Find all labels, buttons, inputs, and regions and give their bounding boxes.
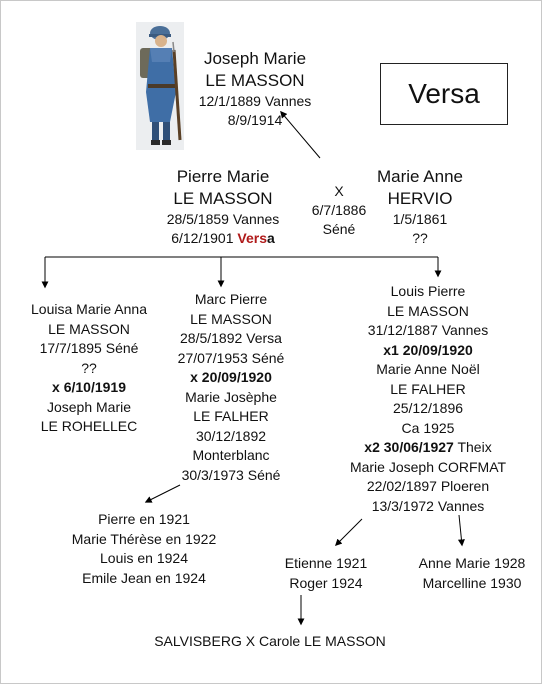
marriage-info: X 6/7/1886 Séné	[302, 182, 376, 239]
pierre-death: 6/12/1901 Versa	[150, 229, 296, 248]
louis-surname: LE MASSON	[387, 302, 469, 319]
louisa-spouse-given: Joseph Marie	[46, 398, 132, 415]
child-pierre: Pierre en 1921	[98, 511, 190, 527]
joseph-death: 8/9/1914	[227, 112, 283, 128]
child-marie-therese: Marie Thérèse en 1922	[71, 530, 217, 547]
descendant-names: SALVISBERG X Carole LE MASSON	[154, 633, 386, 649]
person-louisa: Louisa Marie Anna LE MASSON 17/7/1895 Sé…	[14, 300, 164, 437]
louisa-death: ??	[81, 359, 97, 376]
marc-spouse-birth: 30/12/1892	[195, 427, 267, 444]
louisa-spouse-surname: LE ROHELLEC	[40, 418, 138, 434]
louisa-given-name: Louisa Marie Anna	[31, 301, 147, 317]
louisa-marriage: x 6/10/1919	[52, 379, 126, 395]
descendant-line: SALVISBERG X Carole LE MASSON	[120, 632, 420, 652]
louis-death: 13/3/1972 Vannes	[371, 497, 485, 514]
child-anne-marie: Anne Marie 1928	[418, 555, 526, 571]
marc-spouse-surname: LE FALHER	[193, 408, 269, 424]
joseph-given-name: Joseph Marie	[203, 49, 307, 68]
arrow-to-louis-children-2	[457, 514, 465, 547]
children-of-marc: Pierre en 1921 Marie Thérèse en 1922 Lou…	[54, 510, 234, 588]
louis-spouse1-given: Marie Anne Noël	[376, 361, 480, 377]
children-of-louis-first: Etienne 1921 Roger 1924	[266, 554, 386, 593]
soldier-illustration	[136, 22, 184, 150]
arrow-to-joseph	[280, 110, 321, 159]
marie-anne-birth: 1/5/1861	[392, 211, 448, 227]
place-title-box: Versa	[380, 63, 508, 125]
child-emile-jean: Emile Jean en 1924	[82, 569, 206, 586]
children-of-louis-second: Anne Marie 1928 Marcelline 1930	[402, 554, 542, 593]
marc-birth: 28/5/1892 Versa	[180, 330, 282, 346]
pierre-death-date: 6/12/1901	[171, 230, 238, 246]
person-louis-pierre: Louis Pierre LE MASSON 31/12/1887 Vannes…	[330, 282, 526, 516]
louis-marriage-2-date: x2 30/06/1927	[364, 439, 454, 455]
person-marc-pierre: Marc Pierre LE MASSON 28/5/1892 Versa 27…	[160, 290, 302, 485]
louis-birth: 31/12/1887 Vannes	[367, 322, 489, 338]
marie-anne-death: ??	[412, 230, 428, 246]
marc-surname: LE MASSON	[190, 310, 272, 327]
child-marcelline: Marcelline 1930	[422, 574, 522, 591]
arrow-to-louis-children-1	[335, 518, 363, 546]
child-roger: Roger 1924	[289, 574, 363, 591]
marriage-place: Séné	[322, 221, 356, 237]
marc-marriage: x 20/09/1920	[190, 369, 272, 385]
person-joseph-marie: Joseph Marie LE MASSON 12/1/1889 Vannes …	[180, 48, 330, 130]
marie-anne-surname: HERVIO	[387, 189, 453, 208]
joseph-birth: 12/1/1889 Vannes	[198, 93, 312, 109]
louis-marriage-2: x2 30/06/1927 Theix	[330, 438, 526, 458]
pierre-death-place-highlight: Vers	[237, 230, 267, 246]
pierre-birth: 28/5/1859 Vannes	[166, 211, 280, 227]
person-marie-anne-hervio: Marie Anne HERVIO 1/5/1861 ??	[370, 166, 470, 248]
person-pierre-marie: Pierre Marie LE MASSON 28/5/1859 Vannes …	[150, 166, 296, 248]
child-louis: Louis en 1924	[100, 550, 188, 566]
marc-given-name: Marc Pierre	[194, 291, 268, 307]
child-etienne: Etienne 1921	[284, 555, 368, 571]
louis-spouse1-birth: 25/12/1896	[392, 400, 464, 416]
louis-spouse2-name: Marie Joseph CORFMAT	[349, 458, 507, 475]
place-title: Versa	[408, 78, 480, 109]
arrow-to-marc-children	[144, 484, 181, 503]
louis-spouse1-surname: LE FALHER	[390, 380, 466, 397]
louis-marriage-2-place: Theix	[453, 439, 492, 455]
pierre-surname: LE MASSON	[173, 189, 273, 208]
marriage-date: 6/7/1886	[311, 202, 367, 218]
marriage-symbol: X	[334, 183, 344, 199]
marc-spouse-death: 30/3/1973 Séné	[181, 466, 281, 483]
louisa-surname: LE MASSON	[48, 320, 130, 337]
louis-spouse1-death: Ca 1925	[401, 419, 455, 436]
louisa-birth: 17/7/1895 Séné	[39, 340, 139, 356]
louis-given-name: Louis Pierre	[390, 283, 466, 299]
joseph-surname: LE MASSON	[205, 71, 305, 90]
marc-spouse-birthplace: Monterblanc	[192, 447, 270, 463]
louis-spouse2-birth: 22/02/1897 Ploeren	[366, 478, 490, 494]
louis-marriage-1: x1 20/09/1920	[383, 341, 473, 358]
pierre-death-place-rest: a	[266, 230, 275, 246]
marie-anne-given-name: Marie Anne	[377, 167, 463, 186]
pierre-given-name: Pierre Marie	[176, 167, 270, 186]
marc-death: 27/07/1953 Séné	[177, 349, 285, 366]
marc-spouse-given: Marie Josèphe	[185, 388, 277, 405]
